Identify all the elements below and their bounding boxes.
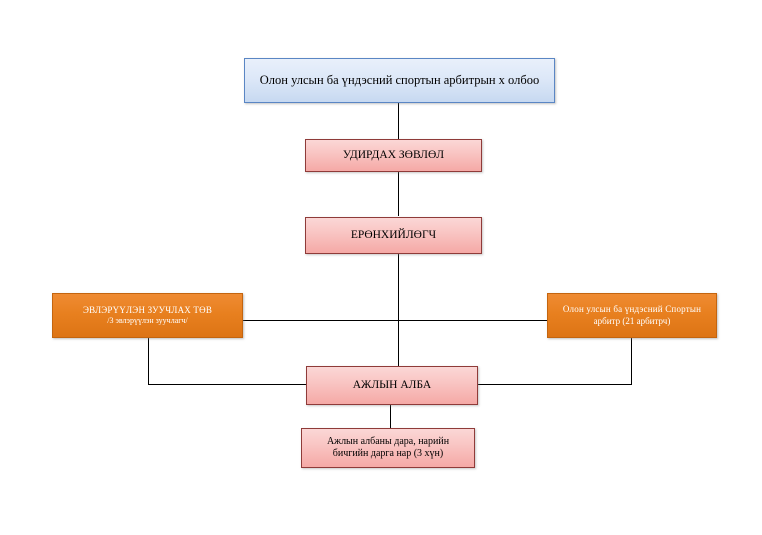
node-office-heads-sublabel: бичгийн дарга нар (3 хүн) <box>332 448 444 459</box>
node-working-office-label: АЖЛЫН АЛБА <box>352 379 432 392</box>
connector-horizontal-bus <box>242 320 548 321</box>
node-office-heads[interactable]: Ажлын албаны дара, нарийн бичгийн дарга … <box>301 428 475 468</box>
connector-mediation-down <box>148 338 149 384</box>
node-board[interactable]: УДИРДАХ ЗӨВЛӨЛ <box>305 139 482 172</box>
node-arbitrators[interactable]: Олон улсын ба үндэсний Спортын арбитр (2… <box>547 293 717 338</box>
node-office-heads-label: Ажлын албаны дара, нарийн <box>326 435 450 447</box>
node-working-office[interactable]: АЖЛЫН АЛБА <box>306 366 478 405</box>
connector-board-to-president <box>398 172 399 216</box>
connector-arbitrators-down <box>631 338 632 384</box>
node-board-label: УДИРДАХ ЗӨВЛӨЛ <box>342 149 445 162</box>
node-president[interactable]: ЕРӨНХИЙЛӨГЧ <box>305 217 482 254</box>
node-federation-title[interactable]: Олон улсын ба үндэсний спортын арбитрын … <box>244 58 555 103</box>
connector-office-to-heads <box>390 405 391 428</box>
node-mediation-center[interactable]: ЭВЛЭРҮҮЛЭН ЗУУЧЛАХ ТӨВ /3 эвлэрүүлэн зуу… <box>52 293 243 338</box>
node-arbitrators-sublabel: арбитр (21 арбитрч) <box>593 315 671 326</box>
connector-mediation-to-office <box>148 384 306 385</box>
node-arbitrators-label: Олон улсын ба үндэсний Спортын <box>562 304 702 315</box>
node-federation-title-label: Олон улсын ба үндэсний спортын арбитрын … <box>259 72 540 87</box>
connector-arbitrators-to-office <box>478 384 632 385</box>
node-mediation-center-sublabel: /3 эвлэрүүлэн зуучлагч/ <box>107 316 188 326</box>
connector-top-to-board <box>398 103 399 139</box>
node-president-label: ЕРӨНХИЙЛӨГЧ <box>350 229 437 242</box>
node-mediation-center-label: ЭВЛЭРҮҮЛЭН ЗУУЧЛАХ ТӨВ <box>82 304 213 315</box>
connector-president-to-office <box>398 254 399 367</box>
